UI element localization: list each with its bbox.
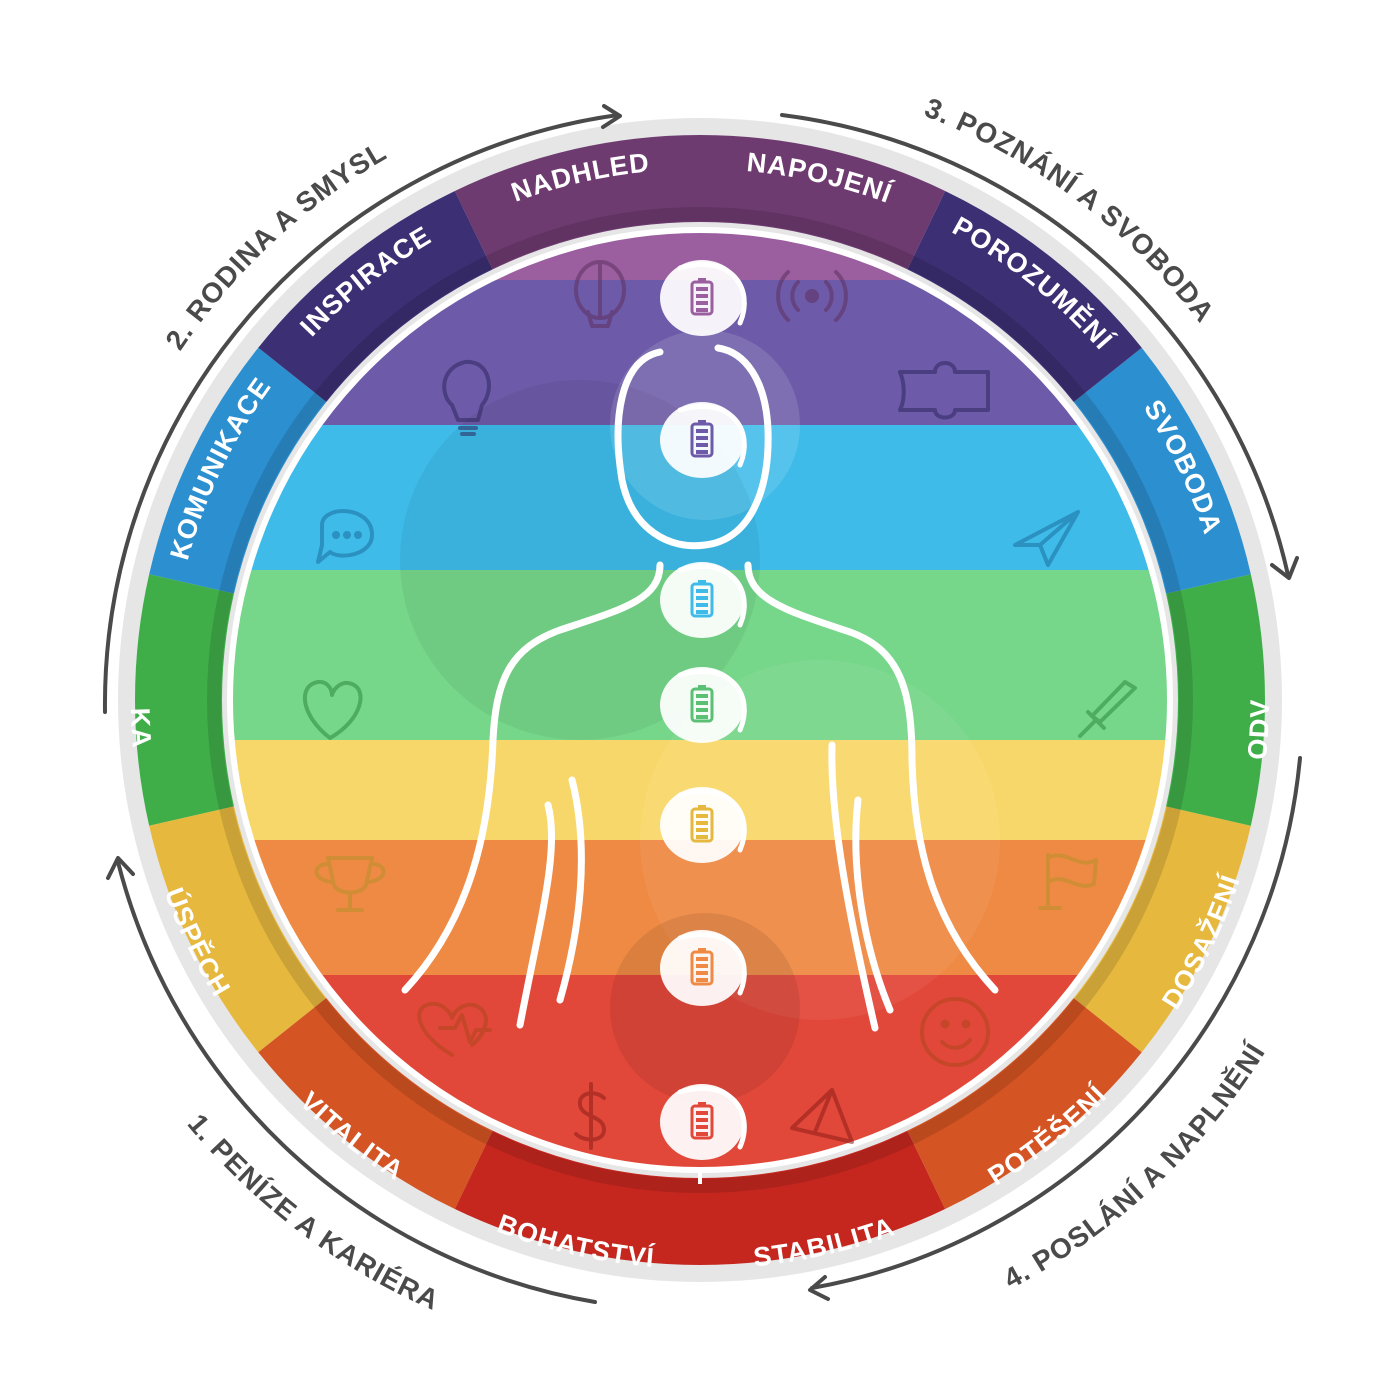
pyramid-icon: [790, 1088, 854, 1144]
segment-inspirace: [258, 190, 493, 402]
heart-rate-icon: [417, 1001, 492, 1057]
broadcast-icon: [776, 270, 848, 322]
chakra-battery-4: [660, 667, 747, 743]
light-bulb-icon: [442, 359, 491, 436]
chakra-points: [660, 260, 747, 1160]
segment-dosazeni: [1073, 806, 1251, 1053]
segment-stabilita: [700, 1130, 946, 1265]
chakra-battery-2: [660, 402, 747, 478]
flag-icon: [1038, 853, 1098, 910]
trophy-icon: [314, 856, 386, 912]
sword-icon: [1078, 680, 1137, 738]
phase-arrows: [102, 104, 1302, 1304]
chakra-battery-6: [660, 930, 747, 1006]
segment-porozumeni: [907, 190, 1142, 402]
puzzle-icon: [898, 361, 990, 420]
segment-odvaha: [1166, 574, 1265, 826]
chakra-battery-3: [660, 562, 747, 638]
heart-icon: [302, 679, 363, 740]
chakra-battery-7: [660, 1084, 747, 1160]
segment-bohatstvi: [454, 1130, 700, 1265]
segment-napojeni: [700, 135, 946, 270]
speech-bubble-icon: [316, 509, 374, 564]
chakra-battery-5: [660, 787, 747, 863]
chakra-battery-1: [660, 260, 747, 336]
segment-poteseni: [907, 998, 1142, 1210]
segment-ring: [135, 135, 1265, 1265]
band-icons: [302, 260, 1137, 1150]
dollar-icon: [574, 1082, 606, 1150]
inner-disc: [230, 230, 1170, 1170]
paper-plane-icon: [1013, 510, 1080, 567]
smiley-icon: [920, 997, 990, 1067]
segment-uspech: [149, 806, 327, 1053]
hot-air-balloon-icon: [574, 260, 626, 328]
body-silhouette: [401, 344, 999, 1032]
segment-laska: [135, 574, 234, 826]
segment-komunikace: [149, 347, 327, 594]
segment-nadhled: [454, 135, 700, 270]
segment-svoboda: [1073, 347, 1251, 594]
segment-vitalita: [258, 998, 493, 1210]
